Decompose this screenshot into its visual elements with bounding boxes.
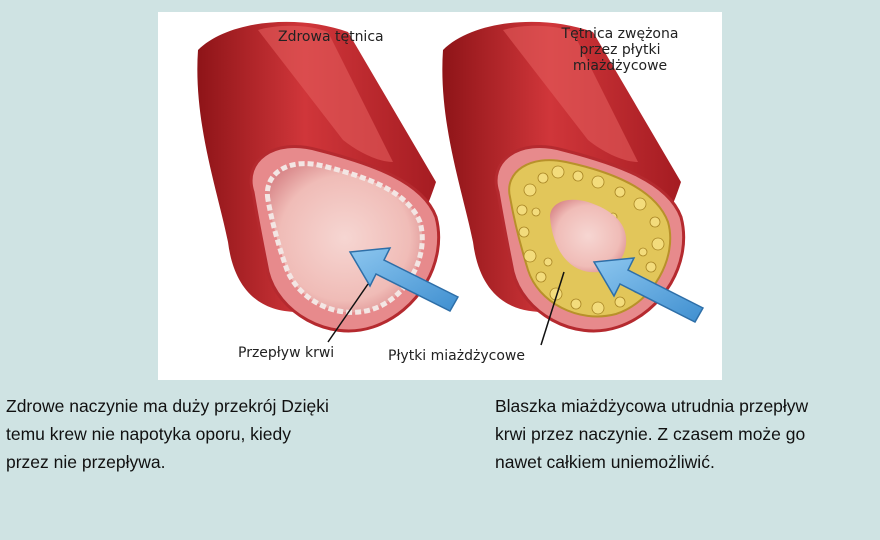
healthy-artery-highlight: [258, 25, 393, 163]
blood-flow-arrow-healthy: [348, 247, 460, 312]
label-healthy-artery: Zdrowa tętnica: [278, 29, 384, 45]
caption-line: Blaszka miażdżycowa utrudnia przepływ: [495, 396, 809, 416]
caption-line: Zdrowe naczynie ma duży przekrój Dzięki: [6, 396, 329, 416]
caption-narrowed-artery: Blaszka miażdżycowa utrudnia przepływ kr…: [495, 392, 879, 476]
caption-line: temu krew nie napotyka oporu, kiedy: [6, 424, 292, 444]
artery-illustration: Zdrowa tętnica Tętnica zwężona przez pły…: [158, 12, 722, 380]
caption-line: przez nie przepływa.: [6, 452, 166, 472]
narrowed-artery: [442, 21, 686, 333]
healthy-artery: [197, 21, 441, 333]
narrowed-artery-highlight: [503, 25, 638, 163]
blood-flow-arrow-narrowed: [592, 257, 705, 323]
label-blood-flow: Przepływ krwi: [238, 345, 335, 361]
label-plaques: Płytki miażdżycowe: [388, 348, 525, 364]
leader-line-plaques: [540, 271, 565, 346]
caption-line: krwi przez naczynie. Z czasem może go: [495, 424, 806, 444]
leader-line-blood-flow: [327, 283, 369, 343]
label-narrowed-artery: Tętnica zwężona przez płytki miażdżycowe: [561, 26, 679, 74]
caption-healthy-artery: Zdrowe naczynie ma duży przekrój Dzięki …: [6, 392, 426, 476]
artery-diagram-svg: [197, 21, 705, 346]
narrowed-artery-lumen: [550, 199, 627, 273]
caption-line: nawet całkiem uniemożliwić.: [495, 452, 715, 472]
